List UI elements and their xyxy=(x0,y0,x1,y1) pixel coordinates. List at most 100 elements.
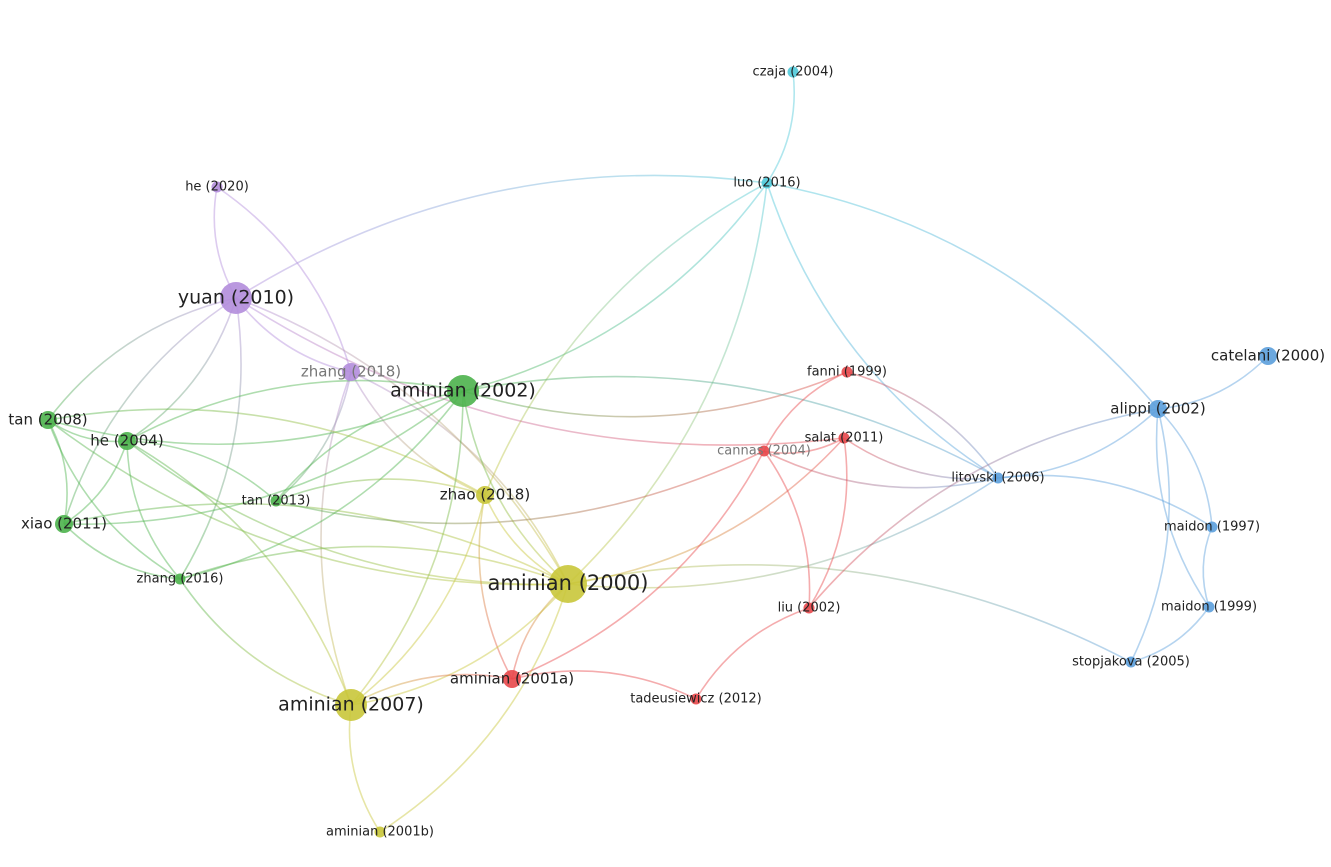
citation-link xyxy=(235,174,768,299)
citation-link xyxy=(462,371,848,418)
node-aminian2001b[interactable] xyxy=(374,826,386,838)
node-czaja2004[interactable] xyxy=(787,66,799,78)
citation-link xyxy=(763,450,811,609)
node-label-aminian2007[interactable]: aminian (2007) xyxy=(278,694,424,716)
node-maidon1999[interactable] xyxy=(1203,601,1215,613)
node-tan2013[interactable] xyxy=(270,495,282,507)
citation-link xyxy=(484,182,768,496)
citation-link xyxy=(275,450,765,525)
node-he2020[interactable] xyxy=(211,181,223,193)
citation-link xyxy=(275,390,464,502)
citation-link xyxy=(567,437,845,585)
node-catelani2000[interactable] xyxy=(1259,347,1277,365)
citation-link xyxy=(350,390,464,706)
node-luo2016[interactable] xyxy=(761,177,773,189)
node-label-czaja2004[interactable]: czaja (2004) xyxy=(753,65,834,80)
citation-link xyxy=(511,670,697,700)
citation-link xyxy=(462,182,768,392)
citation-link xyxy=(126,297,237,442)
node-label-tan2013[interactable]: tan (2013) xyxy=(242,494,311,509)
node-cannas2004[interactable] xyxy=(758,445,770,457)
node-fanni1999[interactable] xyxy=(841,366,853,378)
node-label-tadeusiewicz2012[interactable]: tadeusiewicz (2012) xyxy=(630,692,762,707)
node-zhao2018[interactable] xyxy=(476,486,494,504)
node-zhang2018[interactable] xyxy=(342,363,360,381)
citation-link xyxy=(843,437,999,480)
node-he2004[interactable] xyxy=(118,432,136,450)
citation-link xyxy=(462,390,569,585)
citation-link xyxy=(275,478,486,502)
node-label-tan2008[interactable]: tan (2008) xyxy=(8,411,87,429)
citation-link xyxy=(235,297,845,446)
citation-link xyxy=(63,440,128,525)
node-label-luo2016[interactable]: luo (2016) xyxy=(733,176,800,191)
citation-link xyxy=(126,440,352,706)
citation-link xyxy=(766,182,999,479)
node-label-alippi2002[interactable]: alippi (2002) xyxy=(1110,400,1205,418)
node-label-zhang2018[interactable]: zhang (2018) xyxy=(301,363,401,381)
node-label-aminian2002[interactable]: aminian (2002) xyxy=(390,380,536,402)
citation-link xyxy=(1157,408,1213,528)
citation-link xyxy=(567,477,999,589)
node-xiao2011[interactable] xyxy=(55,515,73,533)
citation-link xyxy=(846,371,999,479)
node-label-aminian2000[interactable]: aminian (2000) xyxy=(488,571,649,595)
citation-link xyxy=(1157,355,1269,410)
citation-link xyxy=(478,494,513,680)
node-label-zhang2016[interactable]: zhang (2016) xyxy=(137,572,224,587)
node-litovski2006[interactable] xyxy=(992,472,1004,484)
node-maidon1997[interactable] xyxy=(1206,521,1218,533)
citation-link xyxy=(462,375,999,479)
node-label-catelani2000[interactable]: catelani (2000) xyxy=(1211,347,1325,365)
citation-link xyxy=(808,437,848,609)
citation-link xyxy=(179,545,569,585)
citation-link xyxy=(179,297,242,580)
node-label-litovski2006[interactable]: litovski (2006) xyxy=(951,471,1044,486)
node-tan2008[interactable] xyxy=(39,411,57,429)
node-label-he2004[interactable]: he (2004) xyxy=(90,432,163,450)
citation-link xyxy=(695,607,810,700)
node-salat2011[interactable] xyxy=(838,432,850,444)
node-aminian2000[interactable] xyxy=(549,565,587,603)
node-label-aminian2001b[interactable]: aminian (2001b) xyxy=(326,825,434,840)
citation-link xyxy=(567,182,768,585)
node-label-stopjakova2005[interactable]: stopjakova (2005) xyxy=(1072,655,1190,670)
citation-link xyxy=(1130,606,1210,663)
citation-link xyxy=(179,578,352,706)
node-yuan2010[interactable] xyxy=(220,282,252,314)
node-tadeusiewicz2012[interactable] xyxy=(690,693,702,705)
node-label-yuan2010[interactable]: yuan (2010) xyxy=(178,287,294,309)
citation-link xyxy=(213,186,237,299)
citation-link xyxy=(235,297,569,585)
node-zhang2016[interactable] xyxy=(174,573,186,585)
node-liu2002[interactable] xyxy=(803,602,815,614)
citation-link xyxy=(766,182,1159,410)
node-label-zhao2018[interactable]: zhao (2018) xyxy=(440,486,530,504)
node-label-maidon1999[interactable]: maidon (1999) xyxy=(1161,600,1257,615)
citation-link xyxy=(997,474,1213,528)
node-label-fanni1999[interactable]: fanni (1999) xyxy=(807,365,887,380)
citation-link xyxy=(763,371,848,452)
node-label-salat2011[interactable]: salat (2011) xyxy=(805,431,884,446)
node-label-xiao2011[interactable]: xiao (2011) xyxy=(21,515,107,533)
node-label-he2020[interactable]: he (2020) xyxy=(185,180,249,195)
citation-link xyxy=(763,437,845,454)
node-label-maidon1997[interactable]: maidon (1997) xyxy=(1164,520,1260,535)
node-label-aminian2001a[interactable]: aminian (2001a) xyxy=(450,670,574,688)
node-aminian2002[interactable] xyxy=(447,375,479,407)
node-aminian2007[interactable] xyxy=(335,689,367,721)
citation-link xyxy=(997,408,1159,479)
node-label-cannas2004[interactable]: cannas (2004) xyxy=(717,444,811,459)
node-stopjakova2005[interactable] xyxy=(1125,656,1137,668)
node-label-liu2002[interactable]: liu (2002) xyxy=(778,601,841,616)
label-layer: czaja (2004) luo (2016) he (2020) yuan (201… xyxy=(8,65,1325,840)
citation-link xyxy=(47,419,68,525)
citation-link xyxy=(47,419,181,580)
node-aminian2001a[interactable] xyxy=(503,670,521,688)
citation-link xyxy=(1202,526,1213,608)
citation-link xyxy=(63,297,237,525)
node-alippi2002[interactable] xyxy=(1149,400,1167,418)
citation-link xyxy=(350,371,486,496)
citation-link xyxy=(47,390,464,445)
